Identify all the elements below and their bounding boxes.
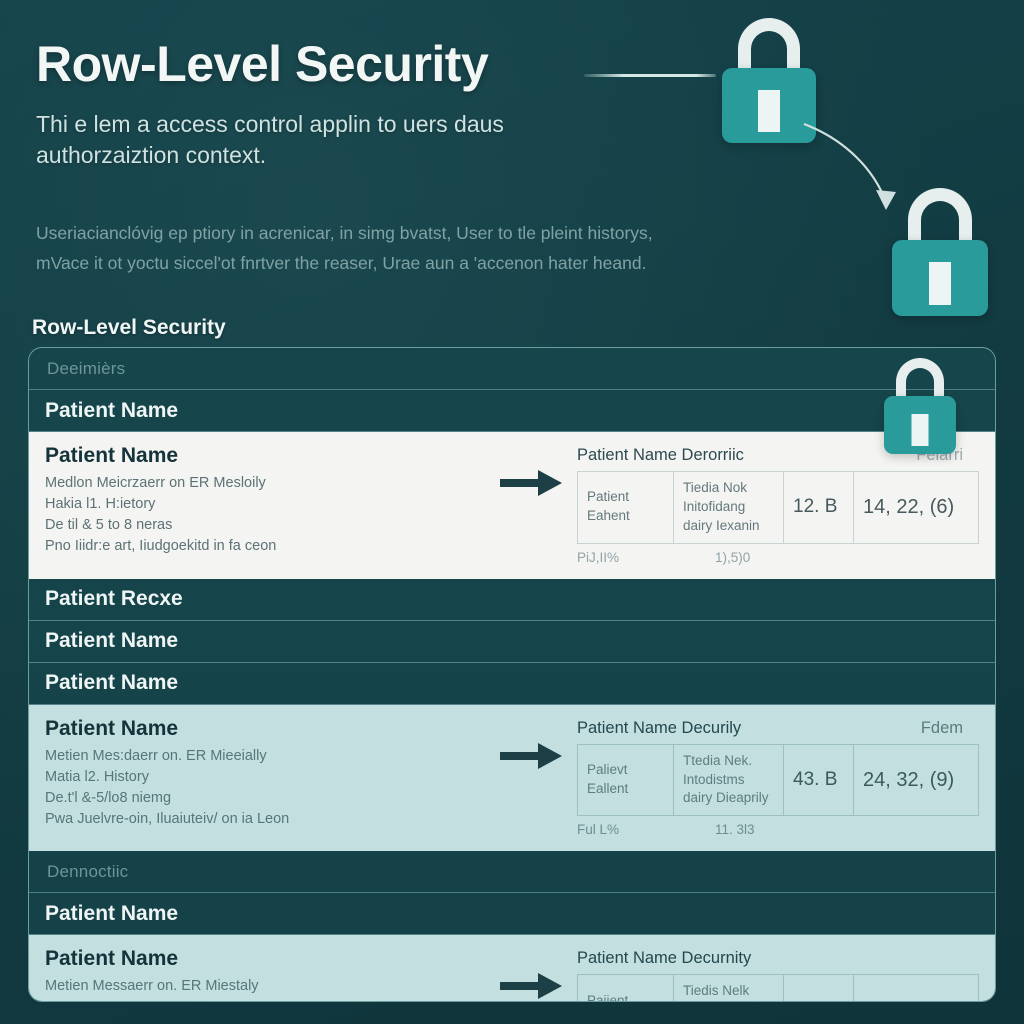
patient-name-label: Patient Name [45,629,179,653]
right-arrow-icon [485,444,577,496]
detail-table: Paiient EsilentTiedis Nelk Medsizuts dai… [577,974,979,1001]
record-meta-line: Pno Iiidr:e art, Iiudgoekitd in fa ceon [45,538,277,555]
right-arrow-icon [485,717,577,769]
table-row[interactable]: Patient Recxe [29,579,995,621]
detail-title: Patient Name Derorriic [577,446,744,464]
subtitle-line-1: Thi e lem a access control applin to uer… [36,110,504,137]
lock-icon [884,358,956,454]
record-meta: Metien Messaerr on. ER MiestalyMakia l1.… [45,976,485,1002]
detail-cell: Tiedia Nok Initofidang dairy Iexanin [674,472,784,543]
subtitle-line-2: authorzaiztion context. [36,142,267,169]
record-meta-line: De.t'l &-5/lo8 niemg [45,789,172,806]
page-header: Row-Level Security Thi e lem a access co… [36,38,736,172]
detail-header: Patient Name Decurily Fdem [577,719,979,738]
lock-keyhole [929,262,951,306]
group-label-text: Dennoctiic [47,861,129,881]
detail-cell: Paiient Esilent [578,975,674,1001]
lock-shackle [896,358,944,400]
group-label-text: Deeimièrs [47,358,126,378]
detail-header-right: Fdem [920,718,963,737]
lock-keyhole [911,414,929,446]
lock-keyhole [758,90,780,133]
detail-cell: 43. B [784,744,854,816]
record-meta-line: Hakia l1. H:ietory [45,496,156,513]
lock-shackle [738,18,800,72]
section-title: Row-Level Security [32,316,226,339]
detail-footer: Ful L% 11. 3l3 [577,822,979,837]
detail-cell: 24, 32, (9) [863,769,955,791]
patient-name-label: Patient Name [45,671,179,695]
page-title: Row-Level Security [36,36,489,92]
record-meta-line: De til & 5 to 8 neras [45,517,173,534]
record-meta-line: Metien Messaerr on. ER Miestaly [45,978,259,995]
table-group-label: Deeimièrs [29,348,995,390]
body-line-2: mVace it ot yoctu siccel'ot fnrtver the … [36,253,647,274]
detail-foot-value: Ful L% [577,822,620,838]
record-meta-line: Medlon Meicrzaerr on ER Mesloily [45,475,266,491]
table-row[interactable]: Patient Name [29,893,995,936]
record-meta-line: Pwa Juelvre-oin, Iluaiuteiv/ on ia Leon [45,811,290,828]
detail-cell: Ttedia Nek. Intodistms dairy Dieaprily [674,744,784,816]
patient-name-label: Patient Name [45,947,179,971]
patient-name-label: Patient Name [45,716,179,740]
patient-name-label: Patient Name [45,901,179,925]
table-row[interactable]: Patient Name [29,621,995,663]
detail-foot-value: PiJ,II% [577,549,620,565]
patient-name-label: Patient Name [45,398,179,422]
table-row[interactable]: Patient Name [29,390,995,432]
detail-cell: 19. B [784,975,854,1001]
detail-title: Patient Name Decurily [577,718,742,737]
detail-cell: 14, 22, (6) [863,496,955,519]
patient-name-label: Patient Recxe [45,587,183,611]
detail-cell: 24, 52, (9) [854,975,978,1001]
lock-shackle [908,188,972,244]
detail-cell: Tiedis Nelk Medsizuts dairy Dfszom) [674,975,784,1001]
lock-icon [722,18,816,143]
title-divider-rule [584,74,716,77]
detail-foot-value: 1),5)0 [715,549,751,565]
page-body-copy: Useriacianclóvig ep ptiory in acrenicar,… [36,218,806,278]
lock-icon [892,188,988,316]
table-row[interactable]: Patient Name [29,663,995,705]
record-meta-line: Matia l2. History [45,768,149,785]
detail-cell: Patient Eahent [578,472,674,543]
detail-cell: 12. B [784,472,854,543]
record-meta-line: Metien Mes:daerr on. ER Mieeially [45,747,267,764]
body-line-1: Useriacianclóvig ep ptiory in acrenicar,… [36,223,653,243]
detail-foot-value: 11. 3l3 [715,822,755,838]
detail-footer: PiJ,II% 1),5)0 [577,550,979,565]
detail-header: Patient Name Decurnity [577,949,979,968]
right-arrow-icon [485,947,577,1000]
record-meta-line: Makia l1. Hlietay [45,998,485,1002]
table-group-label: Dennoctiic [29,851,995,894]
patient-name-label: Patient Name [45,444,179,467]
page-subtitle: Thi e lem a access control applin to uer… [36,109,596,172]
detail-title: Patient Name Decurnity [577,949,752,968]
detail-cell: Palievt Eallent [578,744,674,816]
